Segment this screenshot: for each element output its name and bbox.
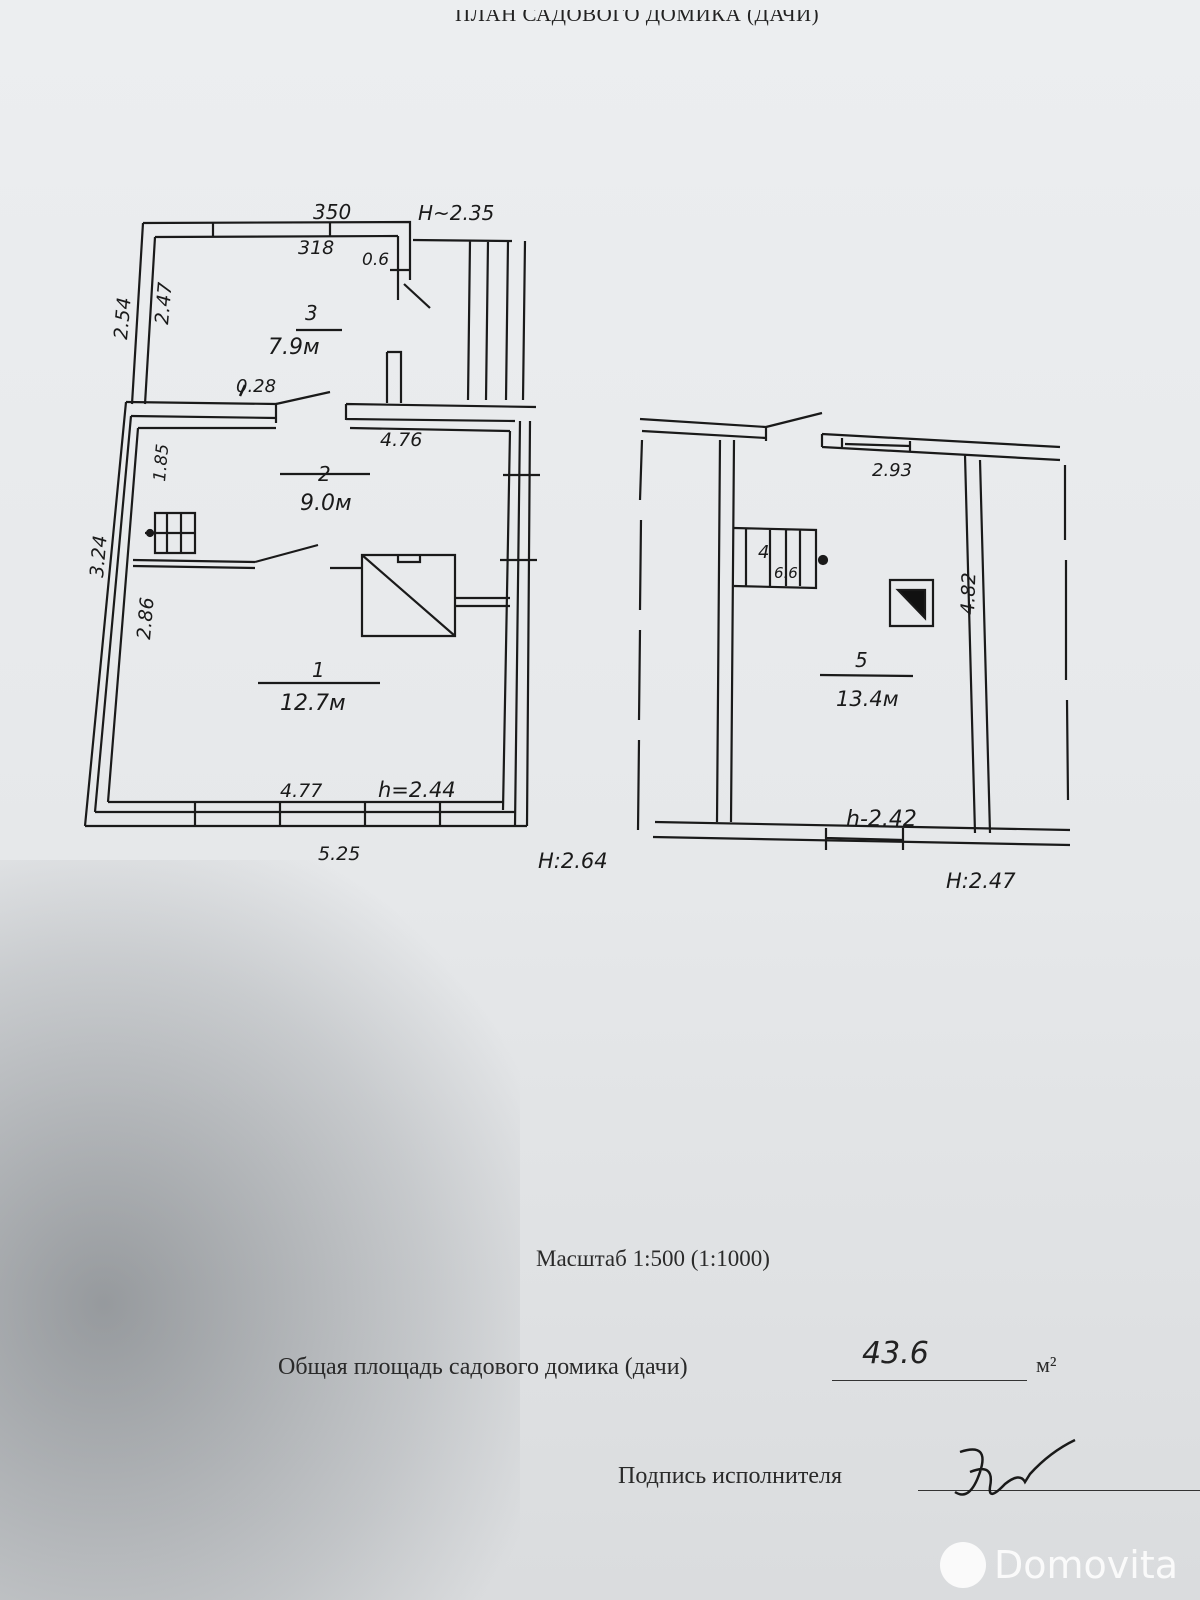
height-main: H:2.64	[538, 849, 608, 873]
scale-text: Масштаб 1:500 (1:1000)	[536, 1246, 770, 1271]
room-2-area: 9.0м	[300, 491, 352, 516]
room-5-area: 13.4м	[836, 687, 899, 711]
domovita-logo-icon	[940, 1542, 986, 1588]
dim-bottom-inner: 4.77	[280, 780, 322, 802]
dim-door-small: 0.6	[362, 250, 389, 270]
height-total-right: H:2.47	[946, 869, 1016, 893]
dim-top-inner: 318	[298, 237, 334, 259]
total-area-label: Общая площадь садового домика (дачи)	[278, 1354, 688, 1380]
total-area-value: 43.6	[862, 1336, 929, 1371]
dim-right-top-inner: 2.93	[872, 460, 912, 481]
total-area-unit: м²	[1036, 1352, 1057, 1377]
watermark: Domovita	[940, 1542, 1178, 1588]
dim-left-outer-top: 2.54	[110, 296, 136, 340]
dim-left-inner-top: 2.47	[151, 281, 177, 325]
right-plan-labels: 5 13.4м 4 6.6 2.93 4.82 h-2.42 H:2.47	[758, 460, 1016, 893]
total-area-underline	[832, 1380, 1027, 1381]
room-1-number: 1	[312, 658, 325, 682]
room-4-number: 4	[758, 542, 769, 563]
height-annex: H~2.35	[418, 201, 494, 225]
dim-room1-height: 2.86	[133, 596, 159, 640]
ceiling-height-left: h=2.44	[378, 778, 456, 802]
photo-shadow	[0, 860, 520, 1600]
room-2-number: 2	[318, 462, 331, 486]
dim-top-outer: 350	[313, 200, 351, 224]
dim-right-side: 4.82	[957, 572, 980, 615]
room-4-area: 6.6	[774, 564, 798, 582]
dim-partition: 0.28	[236, 376, 276, 397]
signature-image	[954, 1438, 1076, 1496]
room-3-number: 3	[305, 301, 318, 325]
dim-room2-height: 1.85	[150, 443, 173, 482]
dim-bottom-outer: 5.25	[318, 843, 360, 865]
ceiling-height-right: h-2.42	[846, 807, 917, 832]
dim-mid-width: 4.76	[380, 429, 422, 451]
room-3-area: 7.9м	[268, 335, 320, 360]
watermark-text: Domovita	[994, 1543, 1179, 1587]
dim-left-outer-bottom: 3.24	[86, 534, 112, 578]
signature-label: Подпись исполнителя	[618, 1463, 842, 1489]
right-plan-walls	[636, 411, 1071, 850]
left-plan-labels: 3 7.9м 2 9.0м 1 12.7м 350 318 0.6 H~2.35…	[86, 200, 608, 873]
room-1-area: 12.7м	[280, 691, 346, 716]
document-title: ПЛАН САДОВОГО ДОМИКА (ДАЧИ)	[455, 2, 820, 26]
signature-underline	[918, 1490, 1200, 1491]
left-plan-walls	[83, 220, 540, 828]
room-5-number: 5	[855, 648, 868, 672]
